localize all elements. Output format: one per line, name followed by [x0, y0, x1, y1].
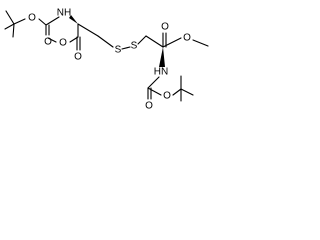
stereo-wedge-bond — [69, 15, 78, 24]
left-tert-butyl-group — [4, 10, 26, 38]
atom-label-oxygen: O — [163, 91, 171, 102]
left-cysteine-backbone — [47, 15, 114, 51]
bond — [147, 87, 162, 96]
right-cysteine-backbone — [145, 32, 209, 67]
bond — [47, 37, 57, 43]
bond — [5, 10, 15, 25]
molecule-structure-diagram: O O NH O O S S O O HN O O — [4, 8, 209, 112]
atom-label-oxygen: O — [161, 22, 169, 33]
bond — [145, 35, 164, 48]
atom-label-oxygen: O — [74, 52, 82, 63]
left-boc-carbamate — [38, 16, 60, 36]
bond — [45, 16, 60, 26]
bond — [121, 46, 131, 50]
atom-label-oxygen: O — [59, 38, 67, 49]
atom-label-oxygen: O — [145, 101, 153, 112]
bond — [180, 88, 194, 96]
atom-label-nh: NH — [57, 8, 71, 19]
right-boc-carbamate — [147, 76, 162, 100]
bond — [13, 18, 26, 25]
bond — [77, 23, 99, 37]
disulfide-bridge — [121, 35, 147, 50]
atom-label-sulfur: S — [131, 41, 138, 52]
atom-label-oxygen: O — [183, 33, 191, 44]
bond — [172, 88, 182, 96]
bond — [38, 18, 47, 26]
right-tert-butyl-group — [172, 75, 194, 102]
atom-label-nh: HN — [154, 67, 168, 78]
bond — [97, 35, 114, 48]
stereo-wedge-bond — [159, 47, 165, 67]
bond — [4, 23, 15, 30]
bond — [162, 37, 182, 48]
atom-label-sulfur: S — [115, 45, 122, 56]
bond — [137, 35, 147, 45]
atom-labels: O O NH O O S S O O HN O O — [28, 8, 191, 112]
atom-label-oxygen: O — [44, 37, 52, 48]
bond — [12, 23, 15, 38]
bond — [147, 76, 160, 89]
bond — [192, 39, 209, 47]
atom-label-oxygen: O — [28, 13, 36, 24]
